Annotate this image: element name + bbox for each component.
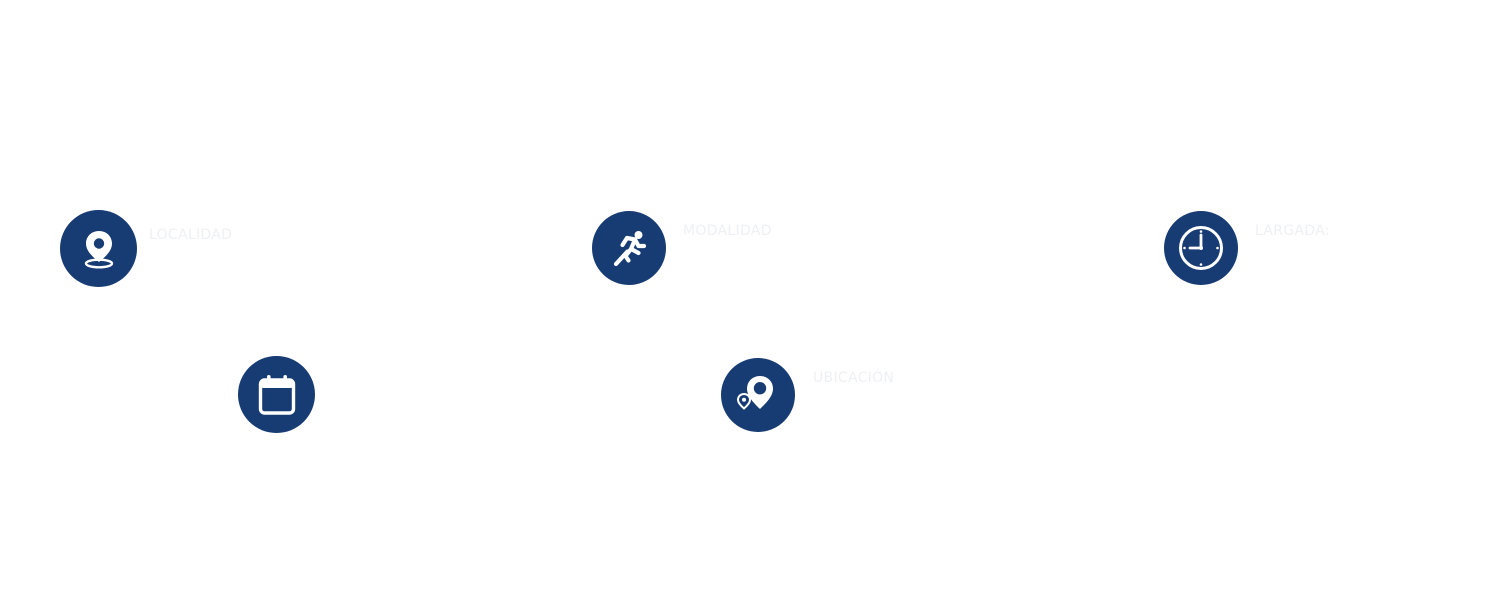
runner-icon (592, 211, 666, 285)
info-label-modalidad: MODALIDAD (683, 223, 772, 239)
clock-icon (1164, 211, 1238, 285)
info-label-ubicacion: UBICACIÓN (813, 370, 895, 386)
calendar-icon (238, 356, 315, 433)
info-label-largada: LARGADA: (1255, 223, 1330, 239)
location-pin-icon (60, 210, 137, 287)
map-pins-icon (721, 358, 795, 432)
info-label-localidad: LOCALIDAD (149, 227, 233, 243)
